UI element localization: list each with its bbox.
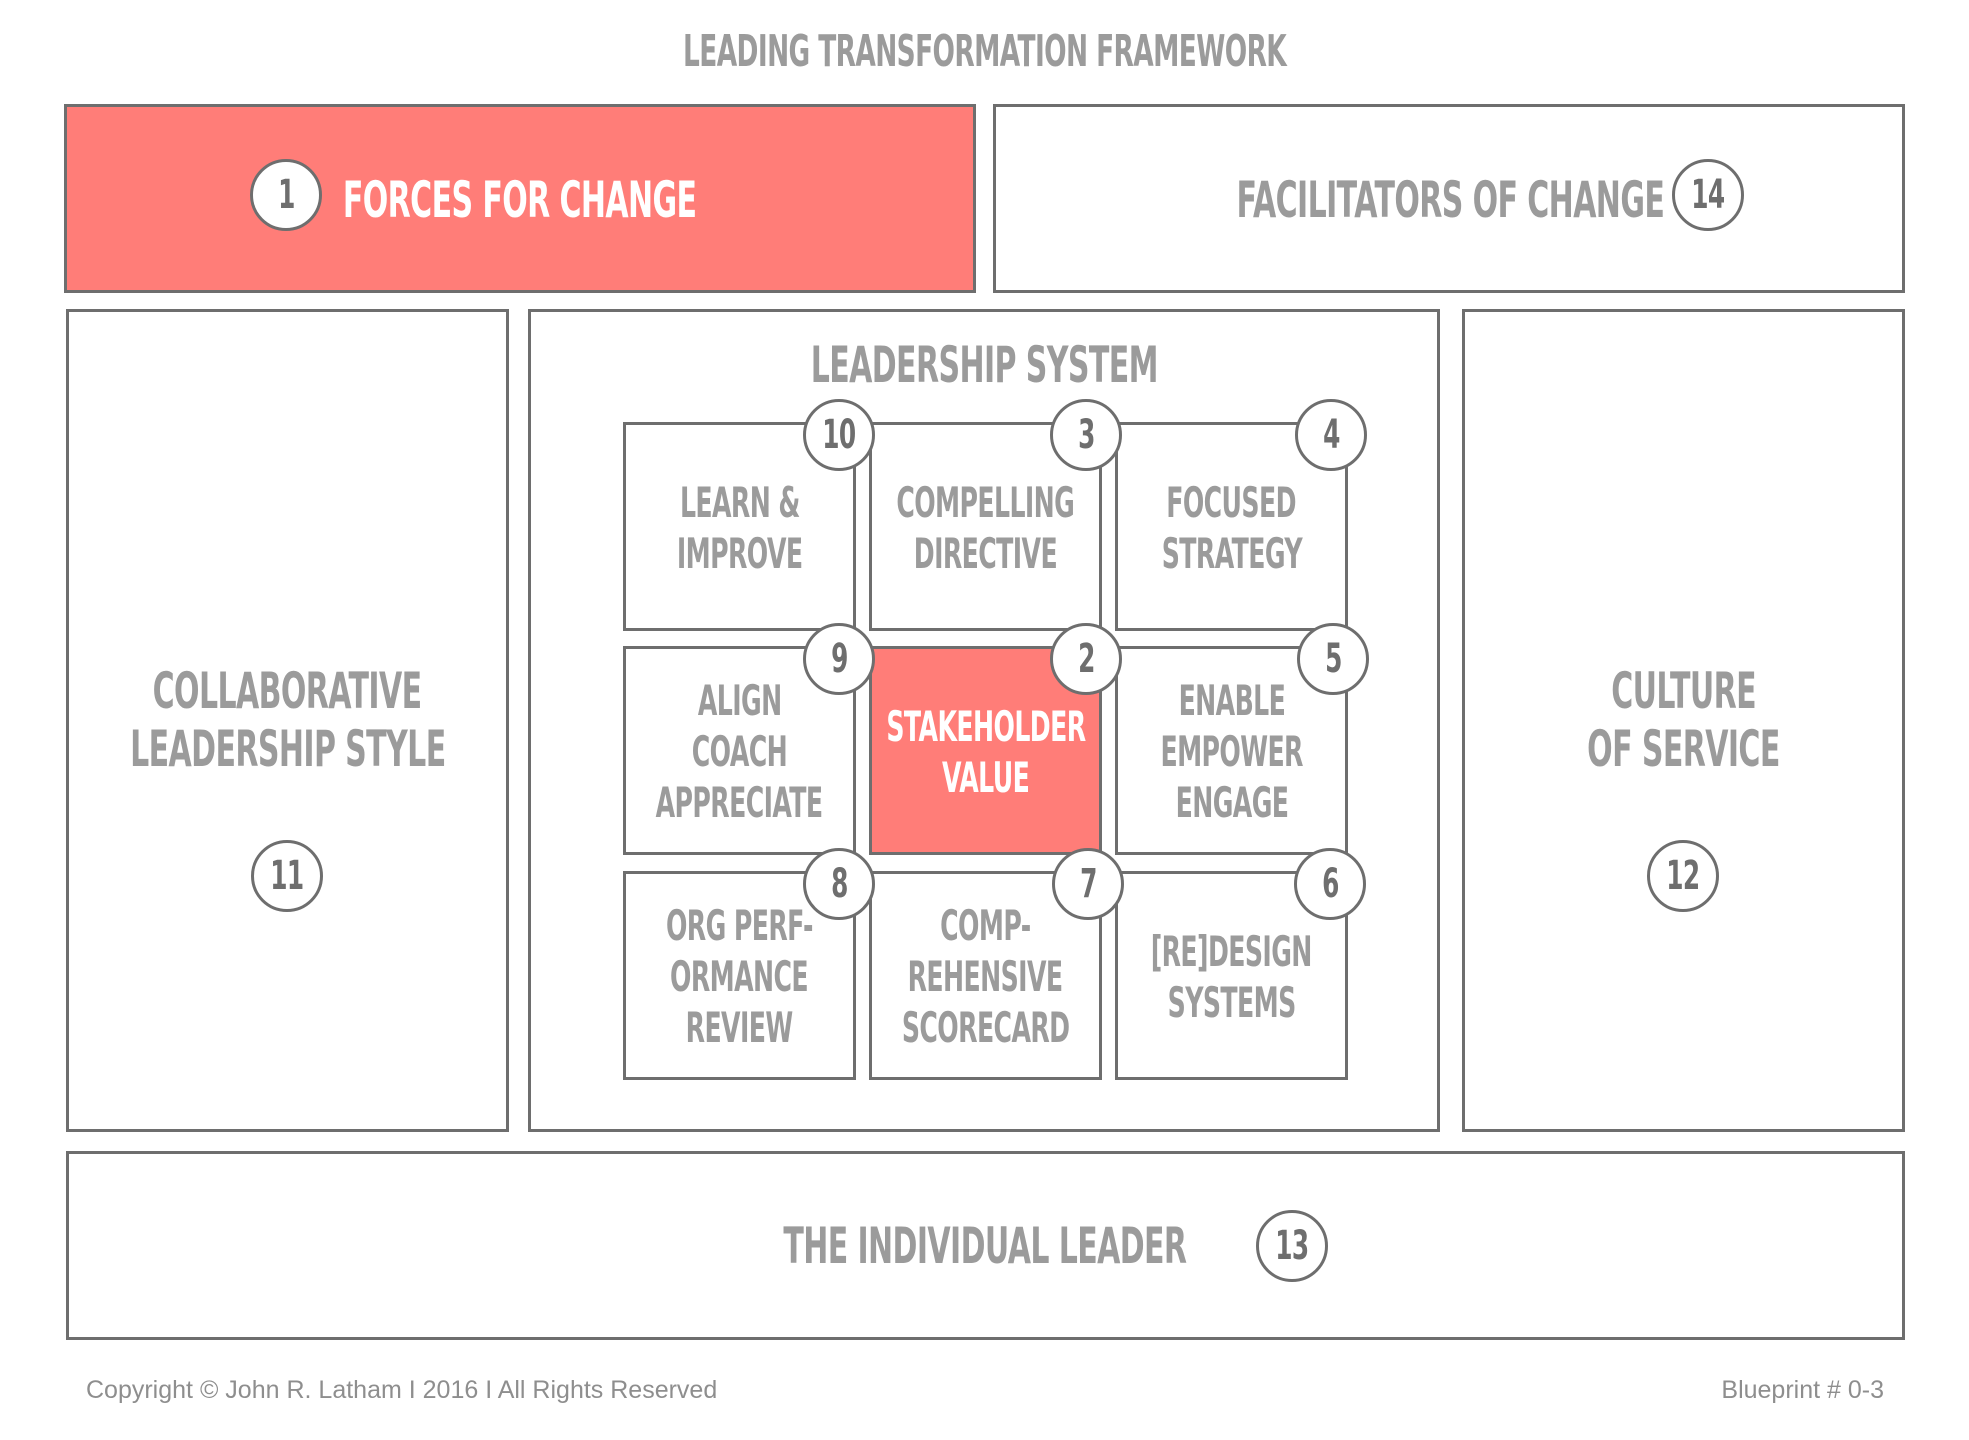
badge-focused-strategy: 4 xyxy=(1295,399,1367,471)
blueprint-number: Blueprint # 0-3 xyxy=(1721,1376,1884,1404)
cell-redesign-systems-label: [RE]DESIGN SYSTEMS xyxy=(1150,926,1313,1027)
forces-number-badge: 1 xyxy=(250,159,322,231)
facilitators-of-change-box xyxy=(993,104,1905,293)
badge-stakeholder-value: 2 xyxy=(1050,623,1122,695)
diagram-title-text: LEADING TRANSFORMATION FRAMEWORK xyxy=(682,26,1287,77)
diagram-title: LEADING TRANSFORMATION FRAMEWORK xyxy=(0,22,1969,82)
leadership-system-title: LEADERSHIP SYSTEM xyxy=(810,336,1158,394)
collaborative-number-badge: 11 xyxy=(251,840,323,912)
forces-for-change-label: FORCES FOR CHANGE xyxy=(343,171,697,229)
facilitators-number-badge: 14 xyxy=(1672,159,1744,231)
badge-org-performance-review: 8 xyxy=(803,848,875,920)
culture-of-service-box xyxy=(1462,309,1905,1132)
cell-enable-empower-engage-label: ENABLE EMPOWER ENGAGE xyxy=(1160,676,1303,827)
individual-leader-label: THE INDIVIDUAL LEADER xyxy=(783,1217,1187,1275)
cell-comprehensive-scorecard-label: COMP- REHENSIVE SCORECARD xyxy=(901,901,1070,1052)
badge-enable-empower-engage: 5 xyxy=(1297,623,1369,695)
badge-comprehensive-scorecard: 7 xyxy=(1052,848,1124,920)
individual-leader-box xyxy=(66,1151,1905,1340)
badge-learn-improve: 10 xyxy=(803,399,875,471)
cell-stakeholder-value-label: STAKEHOLDER VALUE xyxy=(885,701,1086,802)
badge-redesign-systems: 6 xyxy=(1294,848,1366,920)
collaborative-leadership-label: COLLABORATIVE LEADERSHIP STYLE xyxy=(129,662,446,778)
cell-org-performance-review-label: ORG PERF- ORMANCE REVIEW xyxy=(666,901,813,1052)
individual-number-badge: 13 xyxy=(1256,1210,1328,1282)
badge-align-coach-appreciate: 9 xyxy=(803,623,875,695)
cell-focused-strategy-label: FOCUSED STRATEGY xyxy=(1161,477,1302,578)
copyright-text: Copyright © John R. Latham I 2016 I All … xyxy=(86,1376,718,1404)
badge-compelling-directive: 3 xyxy=(1050,399,1122,471)
cell-learn-improve-label: LEARN & IMPROVE xyxy=(676,477,803,578)
facilitators-of-change-label: FACILITATORS OF CHANGE xyxy=(1236,171,1664,229)
cell-compelling-directive-label: COMPELLING DIRECTIVE xyxy=(896,477,1076,578)
cell-align-coach-appreciate-label: ALIGN COACH APPRECIATE xyxy=(656,676,823,827)
forces-for-change-box xyxy=(64,104,976,293)
culture-number-badge: 12 xyxy=(1647,840,1719,912)
culture-of-service-label: CULTURE OF SERVICE xyxy=(1587,662,1780,778)
collaborative-leadership-box xyxy=(66,309,509,1132)
